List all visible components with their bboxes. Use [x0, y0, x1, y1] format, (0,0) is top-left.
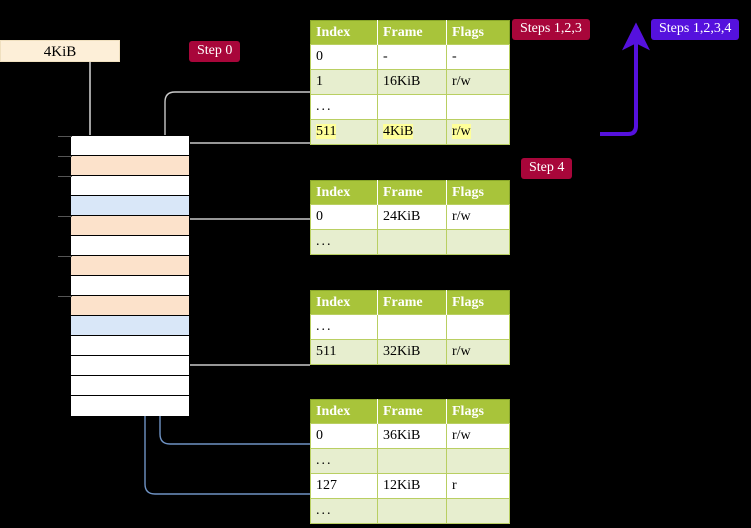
- table-cell: r/w: [446, 423, 510, 449]
- column-header-frame: Frame: [377, 399, 447, 424]
- memory-tick: [58, 156, 72, 157]
- memory-frame-row: [71, 276, 189, 296]
- memory-frame-row: [71, 376, 189, 396]
- steps123-badge: Steps 1,2,3: [512, 19, 590, 40]
- step4-badge-text: Step 4: [529, 160, 565, 175]
- physical-memory-column: [70, 135, 190, 416]
- memory-tick: [58, 296, 72, 297]
- column-header-index: Index: [310, 399, 378, 424]
- table-cell: -: [446, 44, 510, 70]
- column-header-flags: Flags: [446, 290, 510, 315]
- memory-frame-row: [71, 176, 189, 196]
- table-row: ...: [310, 498, 510, 524]
- table-row: 0--: [310, 44, 510, 70]
- steps1234-badge: Steps 1,2,3,4: [651, 19, 740, 40]
- table-cell: 0: [310, 423, 378, 449]
- table-cell: [446, 94, 510, 120]
- memory-frame-row: [71, 236, 189, 256]
- table-cell: [377, 94, 447, 120]
- page-size-label-text: 4KiB: [43, 44, 77, 60]
- memory-tick: [58, 216, 72, 217]
- step0-badge-text: Step 0: [197, 43, 233, 58]
- column-header-flags: Flags: [446, 20, 510, 45]
- column-header-flags: Flags: [446, 180, 510, 205]
- table-cell: r/w: [446, 69, 510, 95]
- table-cell: 511: [310, 339, 378, 365]
- column-header-frame: Frame: [377, 20, 447, 45]
- column-header-index: Index: [310, 180, 378, 205]
- memory-tick: [58, 136, 72, 137]
- memory-frame-row: [71, 336, 189, 356]
- table-cell: r/w: [446, 119, 510, 145]
- table-cell: 0: [310, 204, 378, 230]
- memory-frame-row: [71, 156, 189, 176]
- table-cell: 16KiB: [377, 69, 447, 95]
- table-cell: 4KiB: [377, 119, 447, 145]
- table-cell: ...: [310, 94, 378, 120]
- table-cell: [446, 229, 510, 255]
- table-cell: [446, 498, 510, 524]
- table-cell: r/w: [446, 204, 510, 230]
- table-cell: 12KiB: [377, 473, 447, 499]
- memory-tick: [58, 176, 72, 177]
- table-cell: -: [377, 44, 447, 70]
- table-cell: 32KiB: [377, 339, 447, 365]
- table-cell: 127: [310, 473, 378, 499]
- table-cell: [377, 314, 447, 340]
- table-cell: [446, 314, 510, 340]
- table-cell: 0: [310, 44, 378, 70]
- table-row: ...: [310, 94, 510, 120]
- table-cell: 36KiB: [377, 423, 447, 449]
- table-cell: 24KiB: [377, 204, 447, 230]
- column-header-flags: Flags: [446, 399, 510, 424]
- memory-tick: [58, 256, 72, 257]
- column-header-frame: Frame: [377, 290, 447, 315]
- table-cell: ...: [310, 229, 378, 255]
- memory-frame-row: [71, 256, 189, 276]
- page-size-label: 4KiB: [0, 40, 120, 62]
- step0-badge: Step 0: [189, 41, 241, 62]
- step4-badge: Step 4: [521, 158, 573, 179]
- table-cell: r/w: [446, 339, 510, 365]
- table-cell: 511: [310, 119, 378, 145]
- memory-frame-row: [71, 296, 189, 316]
- column-header-index: Index: [310, 20, 378, 45]
- column-header-index: Index: [310, 290, 378, 315]
- memory-frame-row: [71, 196, 189, 216]
- table-cell: [377, 229, 447, 255]
- column-header-frame: Frame: [377, 180, 447, 205]
- table-cell: [446, 448, 510, 474]
- table-cell: [377, 498, 447, 524]
- table-cell: ...: [310, 498, 378, 524]
- memory-frame-row: [71, 136, 189, 156]
- steps123-badge-text: Steps 1,2,3: [520, 21, 582, 36]
- table-cell: [377, 448, 447, 474]
- memory-frame-row: [71, 216, 189, 236]
- memory-frame-row: [71, 316, 189, 336]
- table-cell: ...: [310, 448, 378, 474]
- memory-frame-row: [71, 356, 189, 376]
- steps1234-badge-text: Steps 1,2,3,4: [659, 21, 732, 36]
- table-cell: ...: [310, 314, 378, 340]
- table-row: ...: [310, 314, 510, 340]
- table-cell: r: [446, 473, 510, 499]
- memory-frame-row: [71, 396, 189, 416]
- table-cell: 1: [310, 69, 378, 95]
- table-row: ...: [310, 448, 510, 474]
- table-row: ...: [310, 229, 510, 255]
